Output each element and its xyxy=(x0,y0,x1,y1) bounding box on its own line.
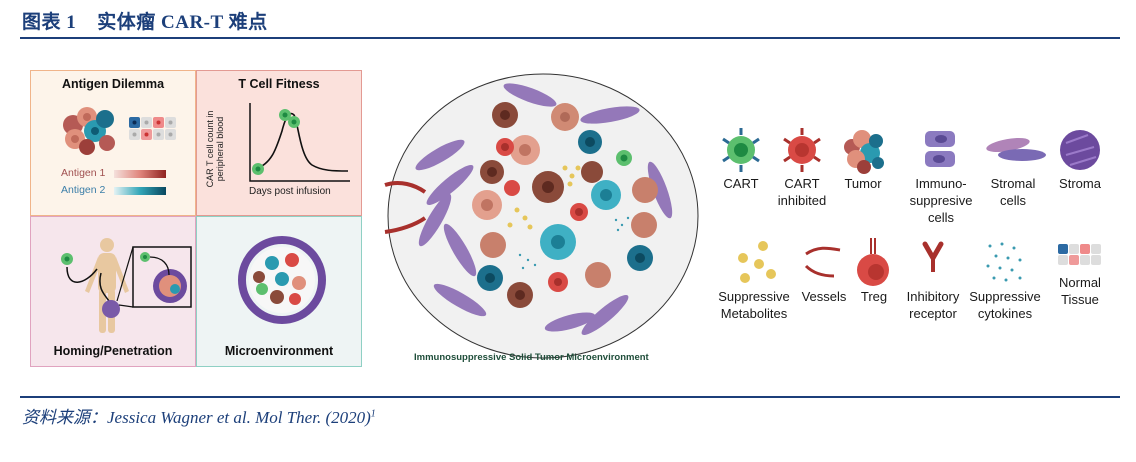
legend-label: receptor xyxy=(909,306,957,321)
legend-label: CART xyxy=(784,176,820,191)
legend-label: Stromal xyxy=(990,176,1036,191)
homing-arrow xyxy=(66,266,98,283)
legend-label: Normal xyxy=(1059,275,1101,290)
panel-title: Microenvironment xyxy=(224,344,334,358)
legend-label: Suppressive xyxy=(969,289,1041,304)
axes xyxy=(249,103,350,182)
legend-stromal-cells: Stromal cells xyxy=(982,125,1046,209)
panel-t-cell-fitness: T Cell Fitness CAR T cell count in perip… xyxy=(196,70,362,216)
cart-icon xyxy=(722,128,760,172)
antigen-1-label: Antigen 1 xyxy=(61,167,106,179)
legend-tumor: Tumor xyxy=(838,125,888,192)
legend-immunosuppressive: Immuno- suppresive cells xyxy=(898,125,984,226)
antigen-2-label: Antigen 2 xyxy=(61,184,106,196)
legend-normal-tissue: Normal Tissue xyxy=(1052,238,1108,308)
cart-cell-icon xyxy=(279,109,291,121)
panel-antigen-dilemma: Antigen Dilemma Antigen 1 Antigen 2 xyxy=(30,70,196,216)
metabolites xyxy=(507,165,581,230)
source-text: Jessica Wagner et al. Mol Ther. (2020) xyxy=(107,408,371,427)
legend-treg: Treg xyxy=(854,236,894,305)
homing-arrow xyxy=(99,272,110,302)
antigen-2-gradient xyxy=(114,187,166,195)
cytokines xyxy=(518,216,630,270)
inhibitory-receptor-icon xyxy=(922,241,944,272)
cytokines-icon xyxy=(986,242,1022,282)
legend-label: cells xyxy=(999,193,1026,208)
stromal-cells-icon xyxy=(986,137,1046,161)
y-axis-label: CAR T cell count in peripheral blood xyxy=(205,110,225,188)
legend-cart-inhibited: CART inhibited xyxy=(777,125,827,209)
cart-cell-icon xyxy=(288,116,300,128)
vessel xyxy=(384,216,427,234)
panel-microenvironment: Microenvironment xyxy=(196,216,362,367)
vessel xyxy=(384,181,427,194)
panel-title: Homing/Penetration xyxy=(53,344,173,358)
legend-inhibitory-receptor: Inhibitory receptor xyxy=(902,238,964,322)
legend-label: CART xyxy=(723,176,759,191)
panel-title: T Cell Fitness xyxy=(238,77,320,91)
legend-vessels: Vessels xyxy=(800,238,848,305)
antigen-1-gradient xyxy=(114,170,166,178)
curve xyxy=(255,112,349,172)
legend-label: Treg xyxy=(860,289,888,304)
tme-circle xyxy=(384,73,699,359)
stroma-icon xyxy=(1060,130,1100,170)
panel-title: Antigen Dilemma xyxy=(61,77,165,91)
legend-cytokines: Suppressive cytokines xyxy=(966,238,1044,322)
stromal-cells xyxy=(415,83,673,336)
legend-label: Immuno- xyxy=(915,176,967,191)
normal-tissue-icon xyxy=(1058,244,1101,265)
immunosuppressive-icon xyxy=(925,131,955,167)
tumor-icon xyxy=(844,130,884,174)
tme-caption: Immunosuppressive Solid Tumor Microenvir… xyxy=(414,352,649,363)
normal-tissue-grid xyxy=(129,117,176,140)
cart-cell-icon xyxy=(61,253,73,265)
tumor-cells xyxy=(472,102,658,308)
source-footnote: 1 xyxy=(370,408,376,420)
title-rule xyxy=(20,37,1120,39)
vessels-icon xyxy=(804,246,841,278)
tumor-microenvironment-diagram xyxy=(380,60,710,360)
zoom-box xyxy=(132,246,192,308)
source-rule xyxy=(20,396,1120,398)
legend-stroma: Stroma xyxy=(1052,125,1108,192)
legend-label: Suppressive xyxy=(718,289,790,304)
x-axis-label: Days post infusion xyxy=(249,186,331,197)
tumor-cluster-icon xyxy=(63,107,176,155)
panel-homing-penetration: Homing/Penetration xyxy=(30,216,196,367)
legend-label: Inhibitory xyxy=(906,289,960,304)
cart-cell xyxy=(616,150,632,166)
legend-label: cytokines xyxy=(977,306,1033,321)
legend-label: Tissue xyxy=(1061,292,1099,307)
treg-icon xyxy=(857,238,889,286)
stroma-ring xyxy=(238,236,326,324)
legend-label: Tumor xyxy=(844,176,882,191)
homing-illustration xyxy=(61,238,192,333)
legend-label: Vessels xyxy=(801,289,847,304)
legend-label: Metabolites xyxy=(720,306,788,321)
metabolites-icon xyxy=(738,241,776,283)
source-citation: 资料来源：Jessica Wagner et al. Mol Ther. (20… xyxy=(22,403,376,428)
cart-cell-icon xyxy=(140,252,150,262)
legend-cart: CART xyxy=(718,125,764,192)
human-body-icon xyxy=(85,238,129,333)
cart-inhibited-icon xyxy=(783,128,821,172)
legend-label: inhibited xyxy=(777,193,827,208)
legend-metabolites: Suppressive Metabolites xyxy=(714,238,794,322)
source-prefix: 资料来源： xyxy=(22,408,107,427)
legend-label: Stroma xyxy=(1059,176,1101,191)
legend-label: suppresive cells xyxy=(909,193,973,225)
cart-cell-icon xyxy=(252,163,264,175)
cart-inhibited-cells xyxy=(496,138,588,292)
microenvironment-illustration xyxy=(238,236,326,324)
fitness-curve xyxy=(249,103,350,182)
tumor-icon xyxy=(102,300,120,318)
tumor-cluster xyxy=(63,107,115,155)
figure-title: 图表 1 实体瘤 CAR-T 难点 xyxy=(22,12,268,33)
